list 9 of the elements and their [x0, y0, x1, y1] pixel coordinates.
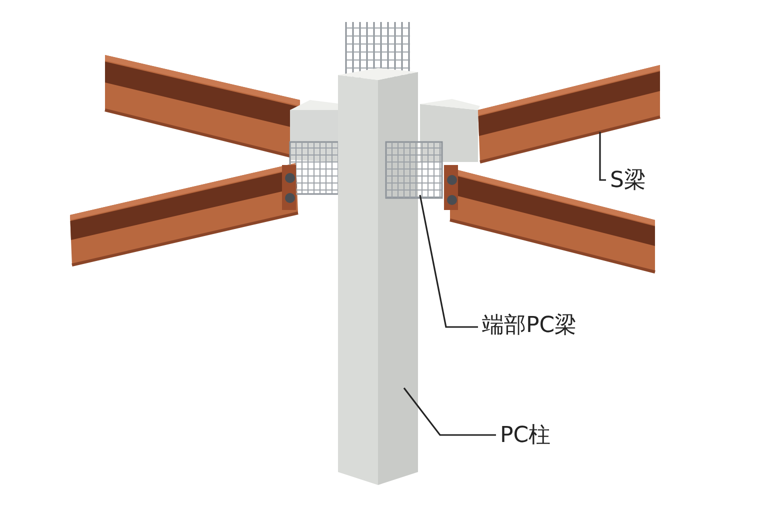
steel-beam: [478, 65, 660, 164]
leader-line: [419, 194, 478, 328]
part-label: S梁: [610, 170, 646, 192]
concrete-column: [338, 68, 418, 485]
part-label: 端部PC梁: [482, 315, 577, 337]
leader-line: [403, 388, 496, 436]
part-label: PC柱: [500, 425, 551, 447]
leader-line: [599, 132, 606, 181]
rebar-cage: [385, 141, 443, 199]
